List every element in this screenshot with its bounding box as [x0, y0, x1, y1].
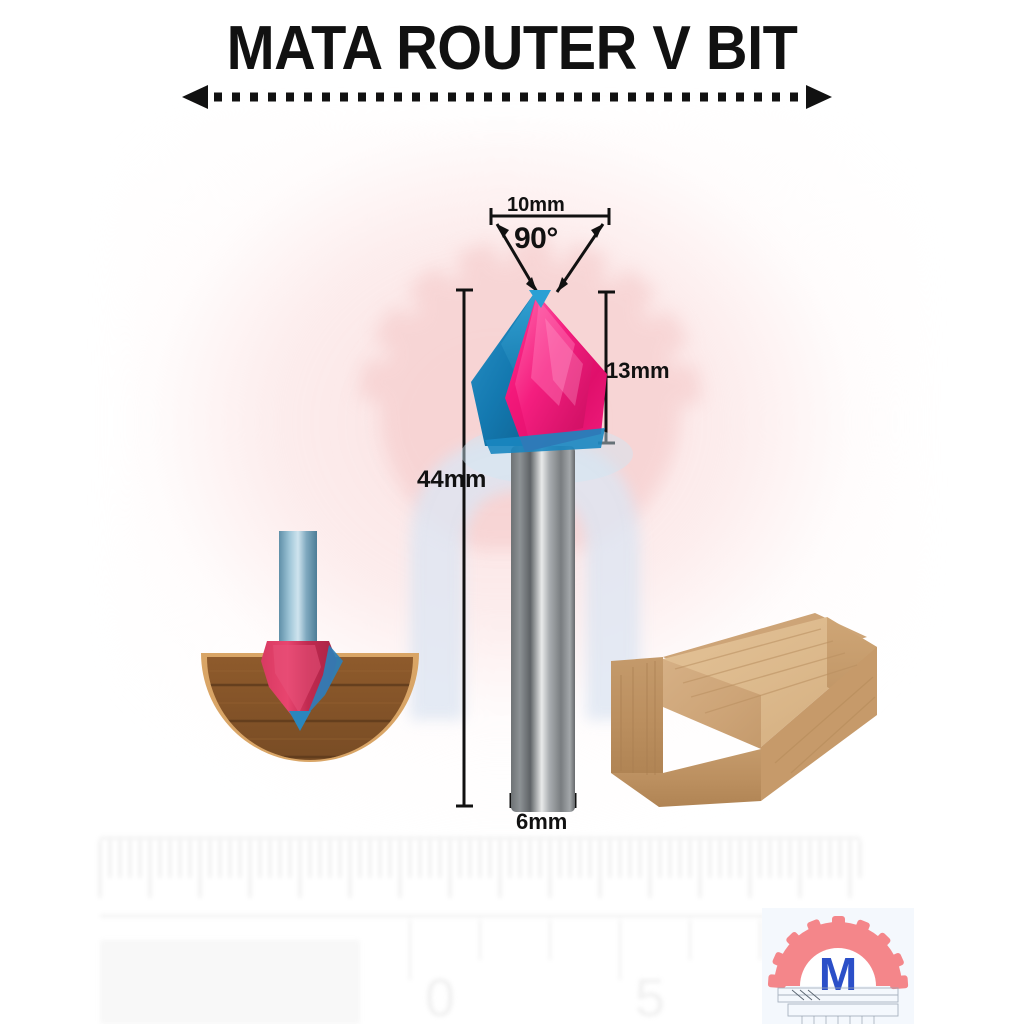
- groove-bit-blue-facet: [307, 645, 343, 715]
- groove-bit-shank: [279, 531, 317, 643]
- chamfered-wood-block-illustration: [595, 595, 915, 825]
- dimension-label-total-length: 44mm: [417, 466, 487, 493]
- ruler-number-0: 0: [425, 968, 455, 1024]
- bit-shank: [511, 446, 575, 812]
- block-right-lower: [761, 647, 877, 801]
- left-arrowhead-icon: [182, 85, 208, 109]
- dimension-label-head-height: 13mm: [606, 358, 670, 383]
- block-front-face: [611, 749, 761, 807]
- dimension-label-width: 10mm: [507, 194, 565, 216]
- logo-letter: M: [819, 948, 857, 1000]
- poster-title-block: MATA ROUTER V BIT: [0, 18, 1024, 80]
- right-arrowhead-icon: [806, 85, 832, 109]
- dimension-label-angle: 90°: [514, 222, 558, 255]
- page-title: MATA ROUTER V BIT: [226, 14, 798, 83]
- bit-edge-rim: [485, 428, 605, 454]
- title-underline-arrow: [182, 84, 832, 110]
- dimension-label-shank-diameter: 6mm: [516, 809, 568, 834]
- block-left-face: [611, 657, 663, 773]
- logo-dome: [800, 948, 876, 986]
- brand-logo-watermark: M: [762, 908, 914, 1024]
- groove-cut-illustration: [195, 525, 425, 825]
- ruler-number-5: 5: [635, 968, 665, 1024]
- router-bit-main-illustration: [455, 278, 635, 818]
